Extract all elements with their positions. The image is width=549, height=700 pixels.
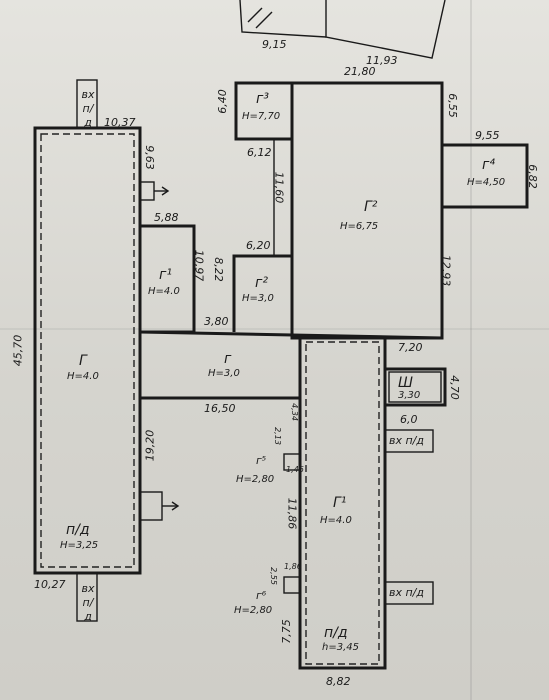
dim-10-27: 10,27	[34, 578, 66, 591]
porch-upper	[139, 181, 155, 201]
dim-45-70: 45,70	[11, 334, 25, 367]
room-e-name: г	[224, 351, 232, 367]
dim-21-80: 21,80	[344, 65, 376, 78]
room-sh-walls	[383, 367, 447, 407]
room-e3-height: Н=7,70	[242, 111, 281, 122]
room-pd2-name: п/д	[324, 625, 348, 641]
entrance-top-left-label: вх п/д	[81, 88, 95, 129]
dim-9-15: 9,15	[262, 38, 287, 51]
top-hatch-line	[255, 11, 273, 29]
room-e6-height: Н=2,80	[234, 605, 273, 616]
room-e4-height: Н=4,50	[467, 177, 506, 188]
room-e4-name: г⁴	[482, 157, 495, 173]
room-e5-notch	[283, 453, 301, 471]
room-sh-inner	[388, 371, 442, 403]
dim-6-0: 6,0	[400, 413, 418, 426]
room-e6-name: г⁶	[256, 589, 267, 602]
room-g2-name: Г²	[364, 199, 378, 215]
dim-2-13: 2,13	[272, 427, 282, 445]
room-e3-name: г³	[256, 91, 269, 107]
dim-10-37: 10,37	[104, 116, 136, 129]
room-pd2-height: h=3,45	[322, 642, 359, 653]
dim-11-60: 11,60	[272, 171, 286, 204]
porch-upper-arrowhead	[161, 186, 170, 196]
porch-lower	[139, 491, 163, 521]
top-hatch-line	[247, 7, 263, 23]
paper-fold-horizontal	[0, 328, 549, 330]
room-g1-walls	[298, 336, 387, 670]
dim-3-80: 3,80	[204, 315, 229, 328]
room-e-height: Н=3,0	[208, 368, 240, 379]
room-e2-name: г²	[255, 275, 268, 291]
dim-1-86: 1,86	[284, 562, 302, 571]
dim-16-50: 16,50	[204, 402, 236, 415]
room-g2-height: Н=6,75	[340, 221, 379, 232]
room-e2-height: Н=3,0	[242, 293, 274, 304]
room-g-name: Г	[79, 353, 87, 369]
room-g-height: Н=4.0	[67, 371, 99, 382]
dim-11-93: 11,93	[366, 54, 398, 67]
dim-2-55: 2,55	[268, 567, 278, 585]
dim-4-70: 4,70	[447, 375, 461, 400]
room-g1-name: Г¹	[333, 495, 347, 511]
room-g-dashed-outline	[40, 133, 135, 568]
dim-6-12: 6,12	[247, 146, 272, 159]
room-g1-height: Н=4.0	[320, 515, 352, 526]
room-sh-height: 3,30	[398, 390, 421, 401]
dim-6-20: 6,20	[246, 239, 271, 252]
dim-8-22: 8,22	[211, 257, 225, 282]
entrance-bottom-left-box	[76, 572, 98, 622]
porch-lower-arrowhead	[171, 501, 180, 511]
dim-10-97: 10,97	[192, 249, 206, 282]
entrance-right-upper-box	[384, 429, 434, 453]
dim-6-40: 6,40	[215, 89, 229, 114]
room-g-walls	[33, 126, 142, 575]
entrance-right-lower-box	[384, 581, 434, 605]
dim-9-55: 9,55	[475, 129, 500, 142]
room-e5-name: г⁵	[256, 454, 267, 467]
dim-7-75: 7,75	[279, 619, 293, 644]
room-pd1-height: Н=3,25	[60, 540, 99, 551]
dim-4-34: 4,34	[289, 403, 299, 421]
room-e1-name: г¹	[159, 267, 172, 283]
dim-9-63: 9,63	[142, 145, 156, 170]
entrance-right-upper-label: вх п/д	[389, 434, 424, 447]
room-g1-dashed-outline	[305, 341, 380, 665]
room-e4-walls	[440, 143, 529, 209]
dim-1-46: 1,46	[286, 465, 304, 474]
entrance-bottom-left-label: вх п/д	[81, 582, 95, 623]
room-e1-height: Н=4.0	[148, 286, 180, 297]
room-sh-name: Ш	[398, 375, 413, 391]
entrance-top-left-box	[76, 79, 98, 129]
room-e6-notch	[283, 576, 301, 594]
dim-11-86: 11,86	[285, 497, 299, 530]
dim-5-88: 5,88	[154, 211, 179, 224]
top-building-right-outline	[325, 0, 446, 59]
dim-6-55: 6,55	[445, 93, 459, 118]
top-building-left-outline	[239, 0, 327, 38]
entrance-right-lower-label: вх п/д	[389, 586, 424, 599]
room-pd1-name: п/д	[66, 522, 90, 538]
dim-19-20: 19,20	[143, 429, 157, 462]
dim-6-82: 6,82	[525, 164, 539, 189]
dim-8-82: 8,82	[326, 675, 351, 688]
room-e5-height: Н=2,80	[236, 474, 275, 485]
paper-fold-vertical	[470, 0, 472, 700]
dim-12-93: 12,93	[439, 254, 453, 287]
dim-7-20: 7,20	[398, 341, 423, 354]
